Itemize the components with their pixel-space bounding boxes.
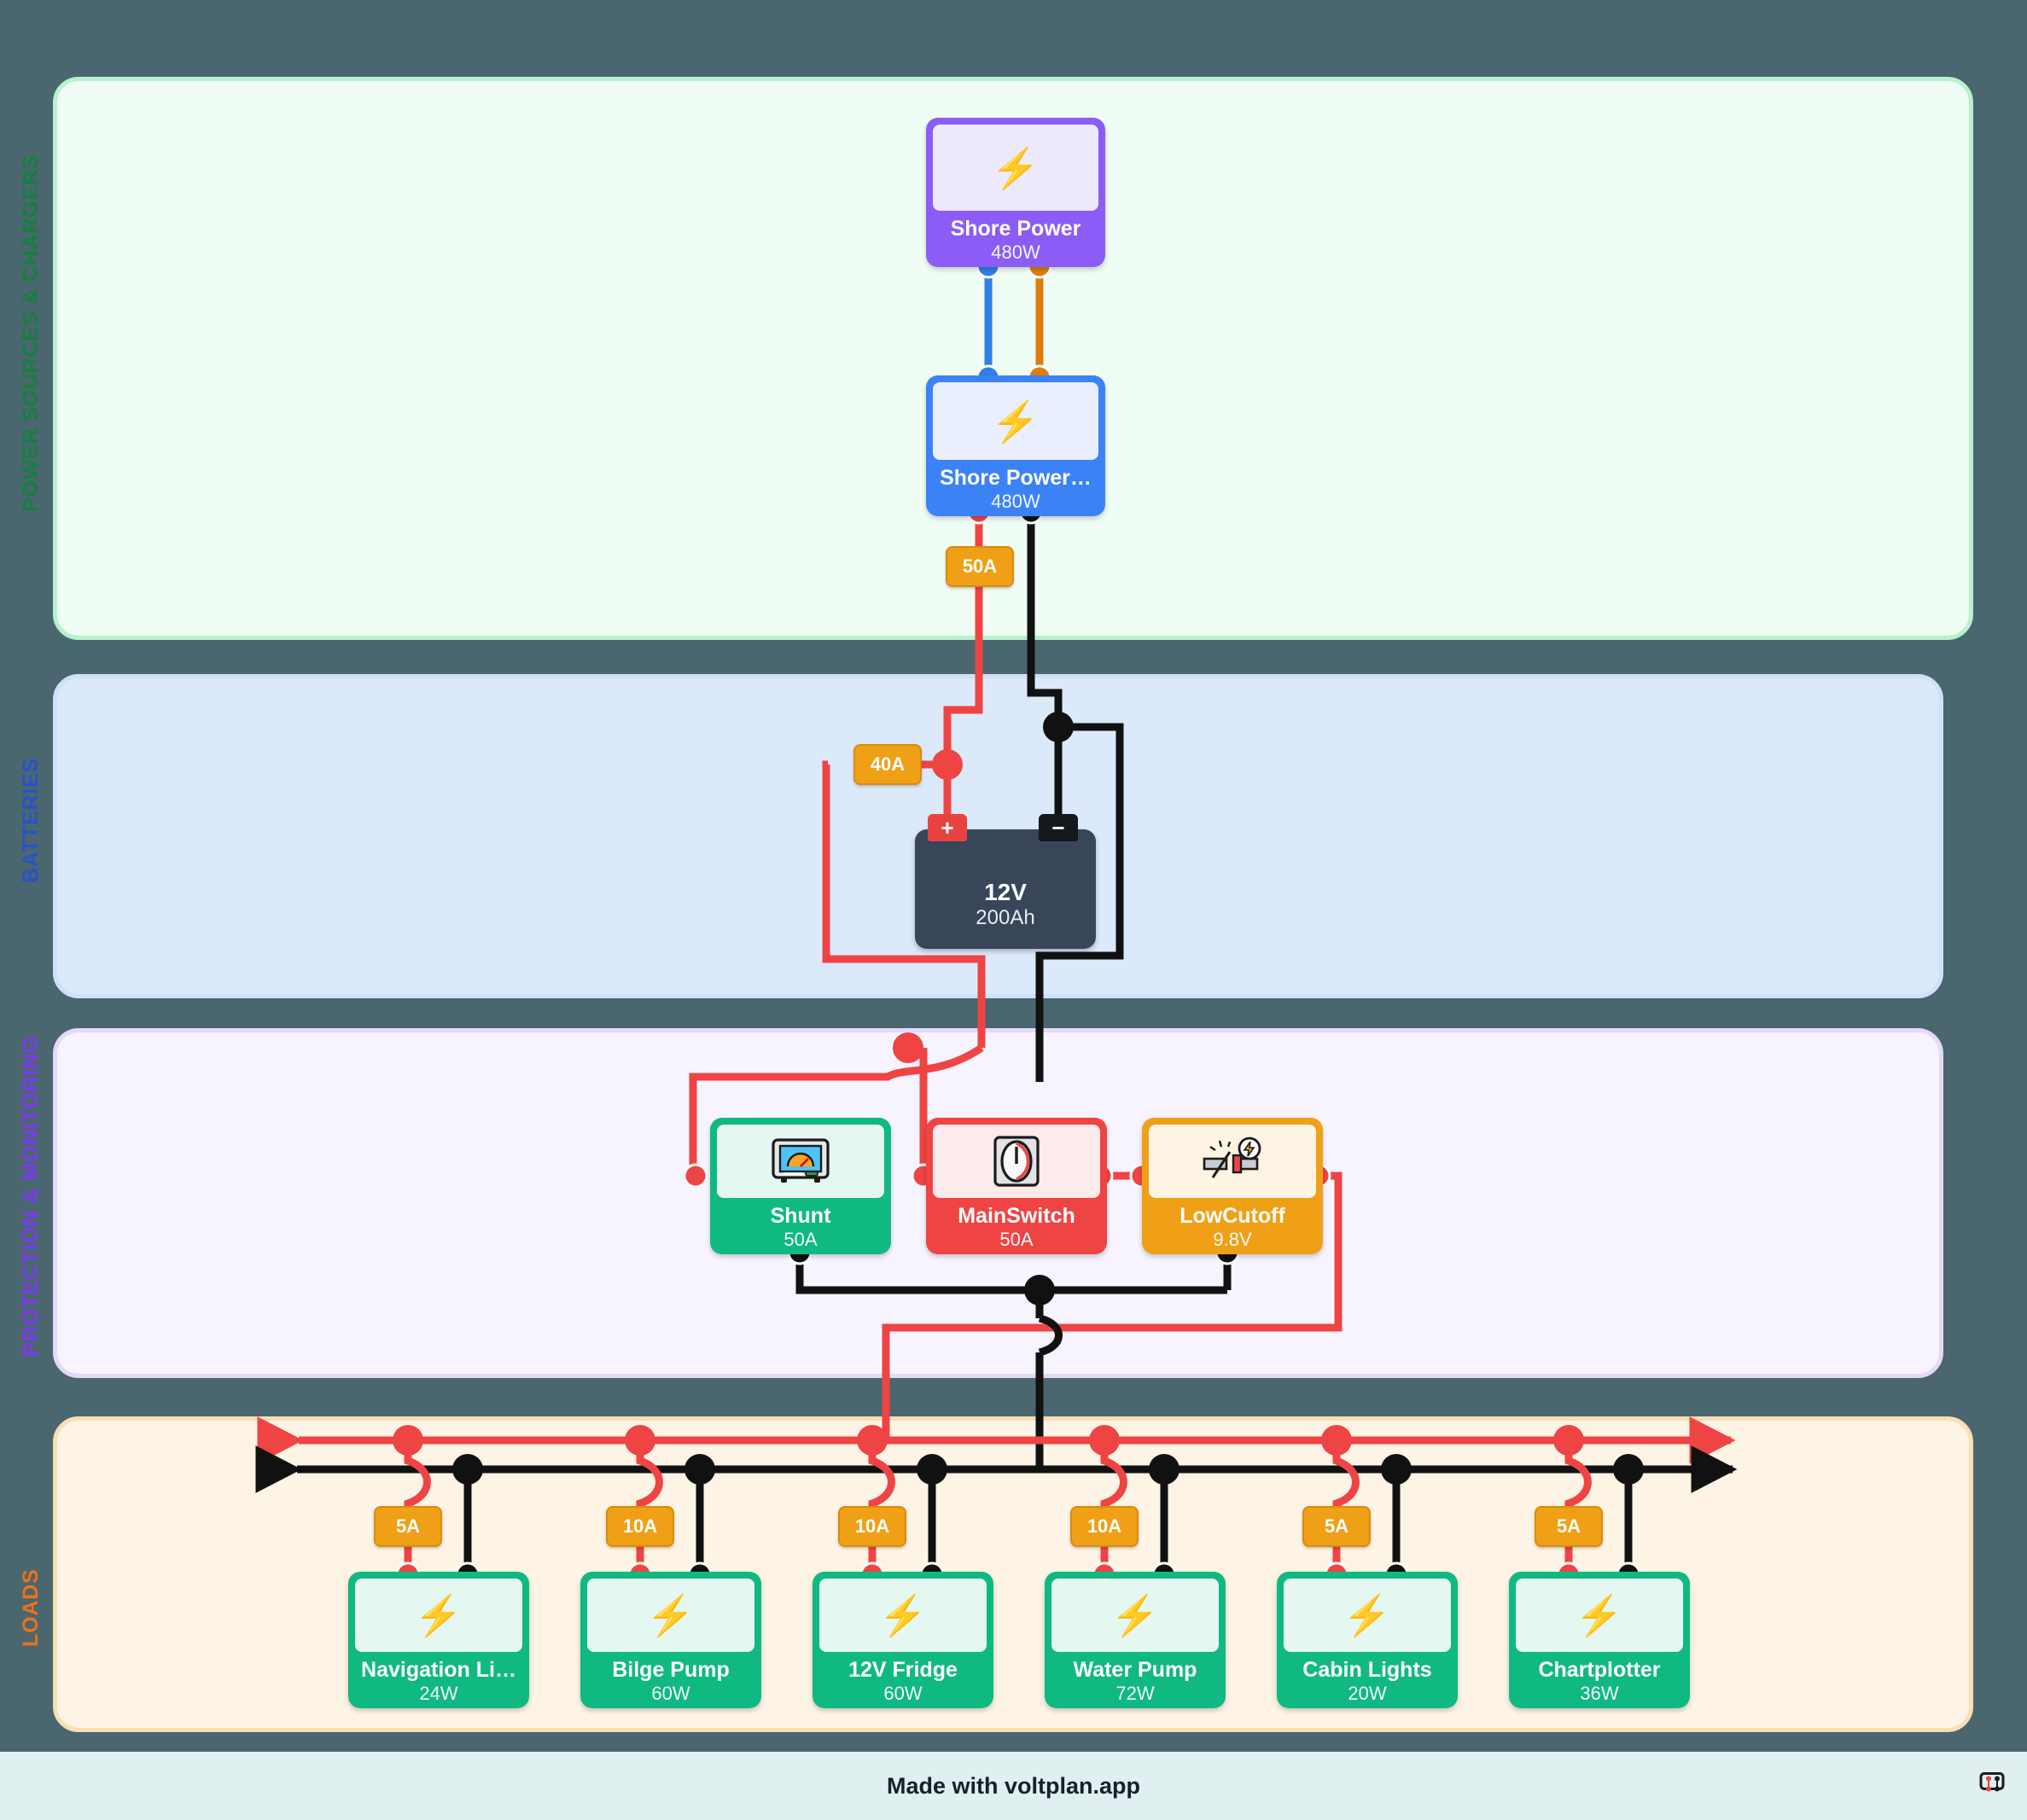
footer-credit: Made with voltplan.app	[886, 1772, 1140, 1799]
node-title: MainSwitch	[958, 1204, 1075, 1228]
fuse-load-5[interactable]: 5A	[1302, 1506, 1371, 1547]
wire-negative-protection-bus	[787, 1240, 1240, 1466]
battery-voltage: 12V	[984, 879, 1027, 905]
node-title: Shunt	[770, 1204, 831, 1228]
fuse-load-6[interactable]: 5A	[1535, 1506, 1603, 1547]
lightning-bolt-icon: ⚡	[933, 382, 1098, 460]
node-load-bilge-pump[interactable]: ⚡ Bilge Pump 60W	[580, 1572, 761, 1708]
footer-bar: Made with voltplan.app	[0, 1752, 2027, 1820]
node-mainswitch[interactable]: MainSwitch 50A	[926, 1118, 1107, 1254]
node-subtitle: 50A	[999, 1229, 1034, 1250]
battery-positive-terminal: +	[928, 814, 967, 841]
lightning-bolt-icon: ⚡	[933, 125, 1098, 211]
node-title: Cabin Lights	[1302, 1658, 1432, 1682]
node-title: Water Pump	[1073, 1658, 1197, 1682]
node-title: Shore Power…	[940, 466, 1092, 490]
fuse-shunt-40a[interactable]: 40A	[853, 744, 922, 785]
node-title: Shore Power	[950, 217, 1081, 241]
wire-ac-line	[976, 253, 1001, 390]
lightning-bolt-icon: ⚡	[355, 1579, 522, 1652]
node-title: LowCutoff	[1180, 1204, 1285, 1228]
fuse-load-3[interactable]: 10A	[838, 1506, 906, 1547]
node-shore-power-charger[interactable]: ⚡ Shore Power… 480W	[926, 375, 1105, 516]
circuit-diagram-icon[interactable]	[1977, 1771, 2007, 1801]
node-subtitle: 24W	[419, 1683, 458, 1704]
node-title: Navigation Li…	[361, 1658, 516, 1682]
node-subtitle: 480W	[991, 241, 1040, 263]
node-subtitle: 36W	[1580, 1683, 1619, 1704]
node-load-navigation-lights[interactable]: ⚡ Navigation Li… 24W	[348, 1572, 529, 1708]
wire-negative-charger-to-battery	[1018, 499, 1124, 1082]
lightning-bolt-icon: ⚡	[1516, 1579, 1683, 1652]
node-load-cabin-lights[interactable]: ⚡ Cabin Lights 20W	[1277, 1572, 1458, 1708]
node-subtitle: 60W	[651, 1683, 690, 1704]
fuse-load-1[interactable]: 5A	[374, 1506, 442, 1547]
lightning-bolt-icon: ⚡	[1284, 1579, 1451, 1652]
battery-negative-terminal: −	[1039, 814, 1078, 841]
node-load-chartplotter[interactable]: ⚡ Chartplotter 36W	[1509, 1572, 1690, 1708]
fuse-main-50a[interactable]: 50A	[946, 546, 1014, 587]
wire-positive-to-shunt	[683, 1032, 984, 1189]
node-subtitle: 72W	[1115, 1683, 1155, 1704]
node-subtitle: 480W	[991, 491, 1040, 512]
node-title: Bilge Pump	[612, 1658, 730, 1682]
gauge-meter-icon	[717, 1125, 884, 1198]
node-shore-power[interactable]: ⚡ Shore Power 480W	[926, 118, 1105, 267]
node-subtitle: 60W	[883, 1683, 923, 1704]
lightning-bolt-icon: ⚡	[587, 1579, 754, 1652]
lightning-bolt-icon: ⚡	[819, 1579, 987, 1652]
node-shunt[interactable]: Shunt 50A	[710, 1118, 891, 1254]
node-load-water-pump[interactable]: ⚡ Water Pump 72W	[1045, 1572, 1226, 1708]
battery-capacity: 200Ah	[976, 906, 1035, 929]
power-switch-icon	[933, 1125, 1100, 1198]
node-lowcutoff[interactable]: LowCutoff 9.8V	[1142, 1118, 1323, 1254]
node-load-12v-fridge[interactable]: ⚡ 12V Fridge 60W	[813, 1572, 993, 1708]
node-subtitle: 9.8V	[1213, 1229, 1252, 1250]
lightning-bolt-icon: ⚡	[1051, 1579, 1219, 1652]
node-battery[interactable]: 12V 200Ah	[915, 829, 1096, 949]
node-subtitle: 50A	[783, 1229, 818, 1250]
node-title: 12V Fridge	[848, 1658, 958, 1682]
blown-fuse-icon	[1149, 1125, 1316, 1198]
load-drop-wires	[393, 1425, 1644, 1587]
wire-ac-neutral	[1027, 253, 1052, 390]
fuse-load-4[interactable]: 10A	[1070, 1506, 1139, 1547]
node-title: Chartplotter	[1538, 1658, 1661, 1682]
fuse-load-2[interactable]: 10A	[606, 1506, 674, 1547]
node-subtitle: 20W	[1348, 1683, 1387, 1704]
